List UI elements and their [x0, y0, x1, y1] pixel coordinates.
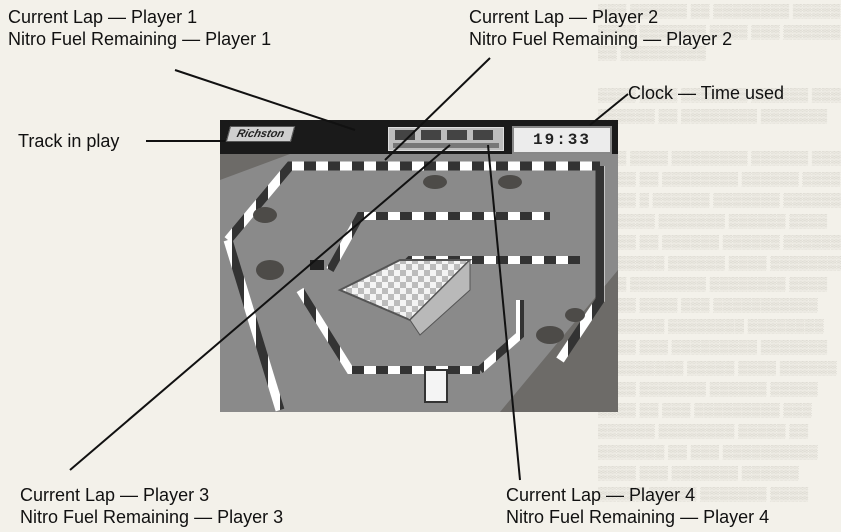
- callout-player-2: Current Lap — Player 2 Nitro Fuel Remain…: [469, 6, 732, 50]
- callout-p1-nitro: Nitro Fuel Remaining — Player 1: [8, 29, 272, 49]
- game-hud: Richston 19:33: [220, 120, 618, 154]
- callout-p3-lap: Current Lap — Player 3: [20, 485, 210, 505]
- lap-nitro-panel: [388, 127, 504, 151]
- callout-p1-lap: Current Lap — Player 1: [8, 7, 198, 27]
- callout-p2-lap: Current Lap — Player 2: [469, 7, 659, 27]
- game-screenshot: Richston 19:33: [220, 120, 618, 412]
- track-logo: Richston: [225, 126, 296, 142]
- rock-mound: [256, 260, 284, 280]
- callout-p4-nitro: Nitro Fuel Remaining — Player 4: [506, 507, 770, 527]
- callout-player-1: Current Lap — Player 1 Nitro Fuel Remain…: [8, 6, 271, 50]
- callout-p3-nitro: Nitro Fuel Remaining — Player 3: [20, 507, 284, 527]
- start-gate: [424, 369, 448, 403]
- right-wall: [556, 166, 605, 363]
- background-page-text: ▒▒▒ ▒▒▒▒▒▒ ▒▒ ▒▒▒▒▒▒▒▒ ▒▒▒▒▒ ▒▒▒▒ ▒▒▒▒▒▒…: [598, 3, 841, 501]
- callout-p2-nitro: Nitro Fuel Remaining — Player 2: [469, 29, 733, 49]
- clock-display: 19:33: [512, 126, 612, 154]
- callout-p4-lap: Current Lap — Player 4: [506, 485, 696, 505]
- callout-track: Track in play: [18, 131, 120, 151]
- callout-player-3: Current Lap — Player 3 Nitro Fuel Remain…: [20, 484, 283, 528]
- callout-clock: Clock — Time used: [628, 83, 785, 103]
- callout-player-4: Current Lap — Player 4 Nitro Fuel Remain…: [506, 484, 769, 528]
- race-track-illustration: [220, 120, 618, 412]
